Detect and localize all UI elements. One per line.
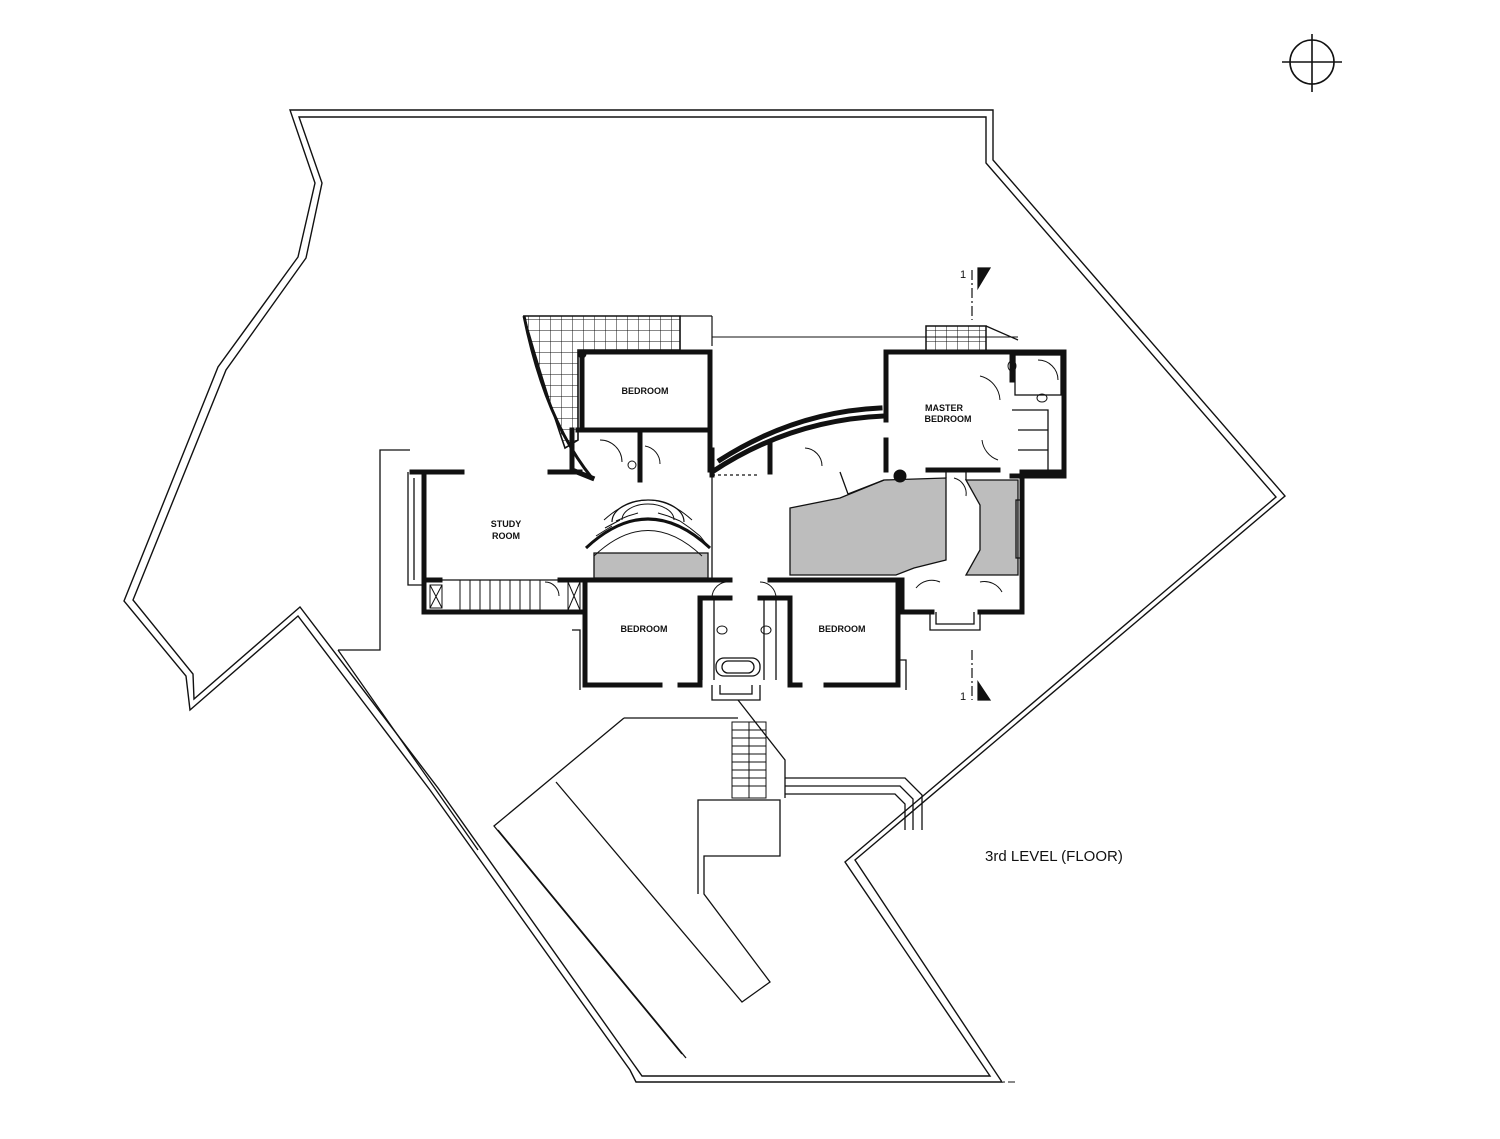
doors: [599, 359, 1059, 599]
master-balcony: [712, 325, 1018, 353]
room-label-bedroom-left: BEDROOM: [621, 624, 668, 634]
room-label-bedroom-right: BEDROOM: [819, 624, 866, 634]
room-label-study-line1: STUDY: [491, 519, 522, 529]
fixtures: [577, 349, 1048, 635]
central-stair: [584, 499, 712, 557]
room-label-master-line1: MASTER: [925, 403, 964, 413]
room-label-bedroom-top: BEDROOM: [622, 386, 669, 396]
section-marker-top: 1: [960, 269, 966, 281]
study-stair: [429, 580, 581, 612]
main-walls: [409, 349, 1067, 688]
gray-fill-areas: [593, 477, 1019, 579]
section-line: [971, 267, 992, 701]
site-boundary: [123, 109, 1286, 1083]
lower-terraces: [337, 449, 923, 1059]
room-label-study-line2: ROOM: [492, 531, 520, 541]
room-label-master-line2: BEDROOM: [925, 414, 972, 424]
thin-lines: [407, 325, 1062, 701]
section-marker-bottom: 1: [960, 691, 966, 703]
top-left-balcony: [522, 315, 713, 479]
drawing-title: 3rd LEVEL (FLOOR): [985, 848, 1123, 865]
north-arrow-icon: [1282, 34, 1342, 92]
exterior-stair: [731, 721, 767, 799]
